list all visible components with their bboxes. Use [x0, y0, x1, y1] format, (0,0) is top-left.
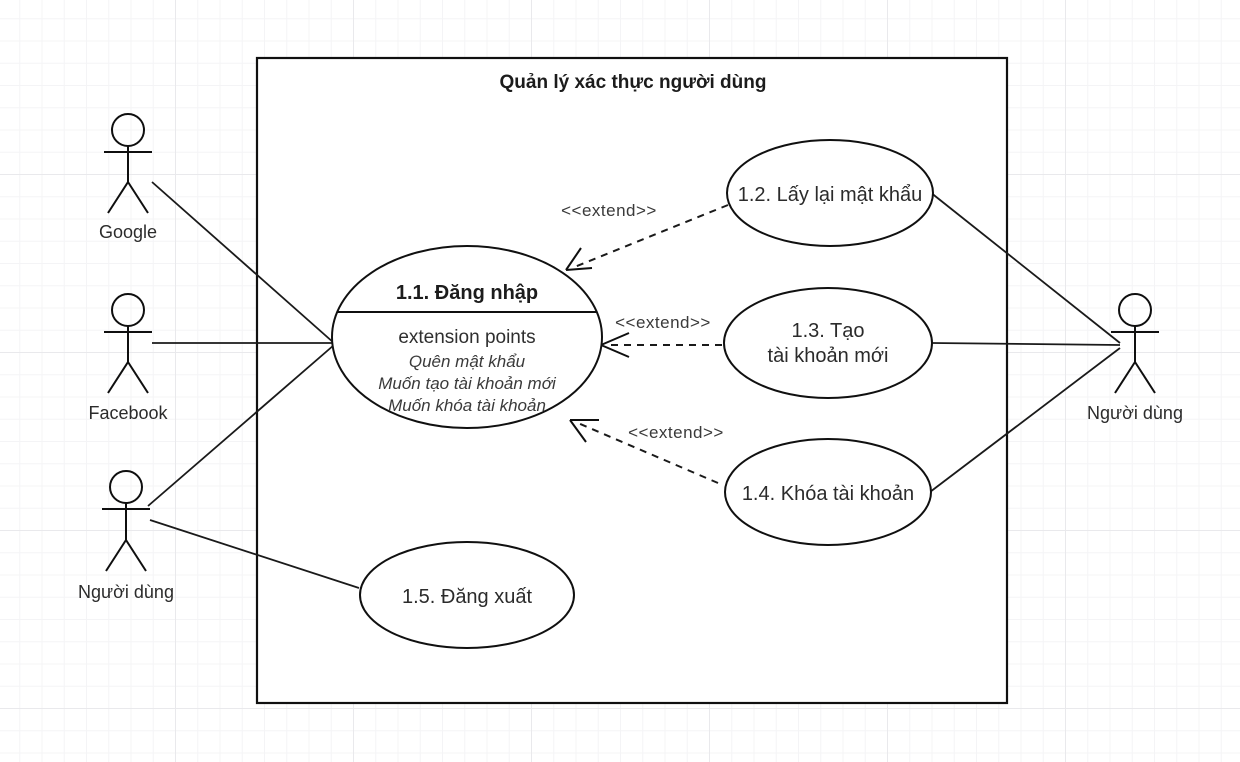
use-case-login[interactable]: 1.1. Đăng nhập extension points Quên mật…: [331, 245, 603, 429]
extension-point-2: Muốn tạo tài khoản mới: [378, 374, 557, 393]
use-case-lock-account[interactable]: 1.4. Khóa tài khoản: [724, 438, 932, 546]
use-case-logout-ellipse: [359, 541, 575, 649]
association-user-left-login: [147, 344, 335, 507]
use-case-create-account-label-line2: tài khoản mới: [768, 345, 889, 367]
association-user-right-recover: [929, 191, 1121, 344]
extension-points-header: extension points: [398, 327, 535, 348]
use-case-lock-account-ellipse: [724, 438, 932, 546]
association-user-right-register: [931, 342, 1121, 346]
actor-google-body-icon: [104, 146, 152, 214]
actor-user-left-body-icon: [102, 503, 150, 572]
extension-point-1: Quên mật khẩu: [409, 352, 526, 371]
extend-label-recover: <<extend>>: [561, 201, 657, 220]
actor-google-label: Google: [99, 222, 157, 242]
use-case-login-title: 1.1. Đăng nhập: [396, 282, 538, 304]
use-case-create-account[interactable]: 1.3. Tạo tài khoản mới: [723, 287, 933, 399]
use-case-create-account-ellipse: [723, 287, 933, 399]
use-case-logout[interactable]: 1.5. Đăng xuất: [359, 541, 575, 649]
association-user-right-lock: [929, 347, 1121, 493]
use-case-create-account-label-line1: 1.3. Tạo: [791, 320, 864, 342]
extend-line-recover: [571, 204, 729, 269]
extension-point-3: Muốn khóa tài khoản: [388, 396, 546, 415]
system-boundary-title: Quản lý xác thực người dùng: [500, 72, 767, 93]
use-case-recover-password[interactable]: 1.2. Lấy lại mật khẩu: [726, 139, 934, 247]
association-user-left-logout: [149, 519, 360, 589]
use-case-logout-label: 1.5. Đăng xuất: [402, 586, 533, 608]
actor-facebook-label: Facebook: [88, 403, 168, 423]
actor-user-left-label: Người dùng: [78, 582, 174, 602]
actor-google[interactable]: Google: [99, 113, 157, 242]
actor-google-head-icon: [111, 113, 145, 147]
actor-facebook[interactable]: Facebook: [88, 293, 169, 423]
actor-user-right[interactable]: Người dùng: [1087, 293, 1183, 423]
actor-user-right-body-icon: [1111, 326, 1159, 394]
use-case-recover-password-ellipse: [726, 139, 934, 247]
extend-arrowhead-recover: [565, 247, 593, 271]
actor-user-left[interactable]: Người dùng: [78, 470, 174, 602]
actor-user-right-head-icon: [1118, 293, 1152, 327]
extend-arrowhead-register: [600, 332, 630, 358]
use-case-recover-password-label: 1.2. Lấy lại mật khẩu: [738, 184, 923, 206]
actor-user-left-head-icon: [109, 470, 143, 504]
extend-label-lock: <<extend>>: [628, 423, 724, 442]
actor-facebook-body-icon: [104, 326, 152, 394]
actor-facebook-head-icon: [111, 293, 145, 327]
extend-arrowhead-lock: [569, 419, 599, 443]
extend-label-register: <<extend>>: [615, 313, 711, 332]
actor-user-right-label: Người dùng: [1087, 403, 1183, 423]
use-case-login-ellipse: [331, 245, 603, 429]
association-google-login: [151, 181, 335, 344]
use-case-lock-account-label: 1.4. Khóa tài khoản: [742, 483, 914, 505]
